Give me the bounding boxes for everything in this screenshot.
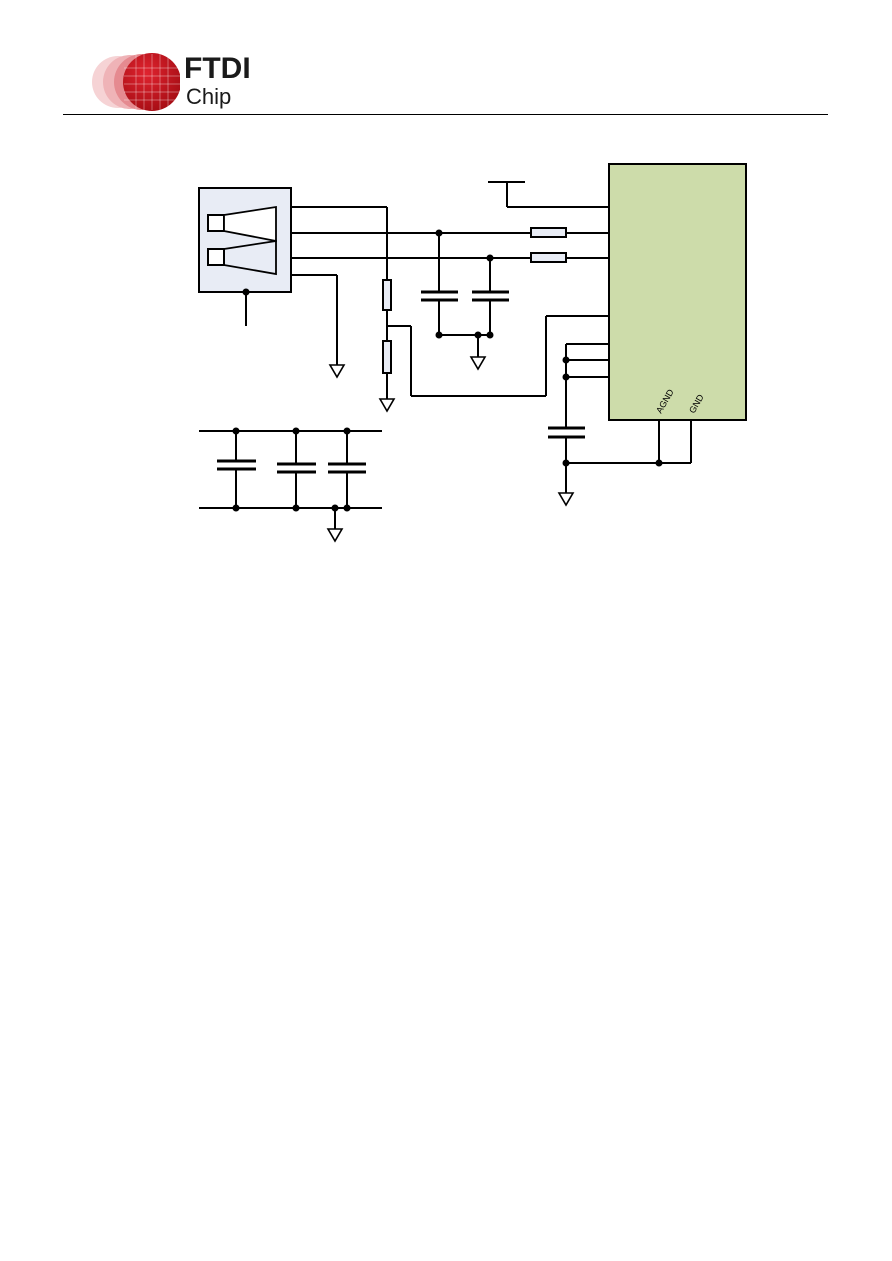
usb-schematic: AGND GND xyxy=(198,163,747,543)
ground-icon xyxy=(378,398,396,413)
ground-icon xyxy=(469,356,487,371)
ftdi-logo-icon xyxy=(92,53,180,111)
page-header: FTDI Chip xyxy=(0,0,892,120)
logo-word-ftdi: FTDI xyxy=(184,52,251,85)
ground-icon xyxy=(328,364,346,379)
ftdi-ic xyxy=(608,163,747,421)
header-divider xyxy=(63,114,828,115)
ground-icon xyxy=(557,492,575,507)
logo-word-chip: Chip xyxy=(186,84,232,109)
usb-connector xyxy=(198,187,292,293)
ground-icon xyxy=(326,528,344,543)
